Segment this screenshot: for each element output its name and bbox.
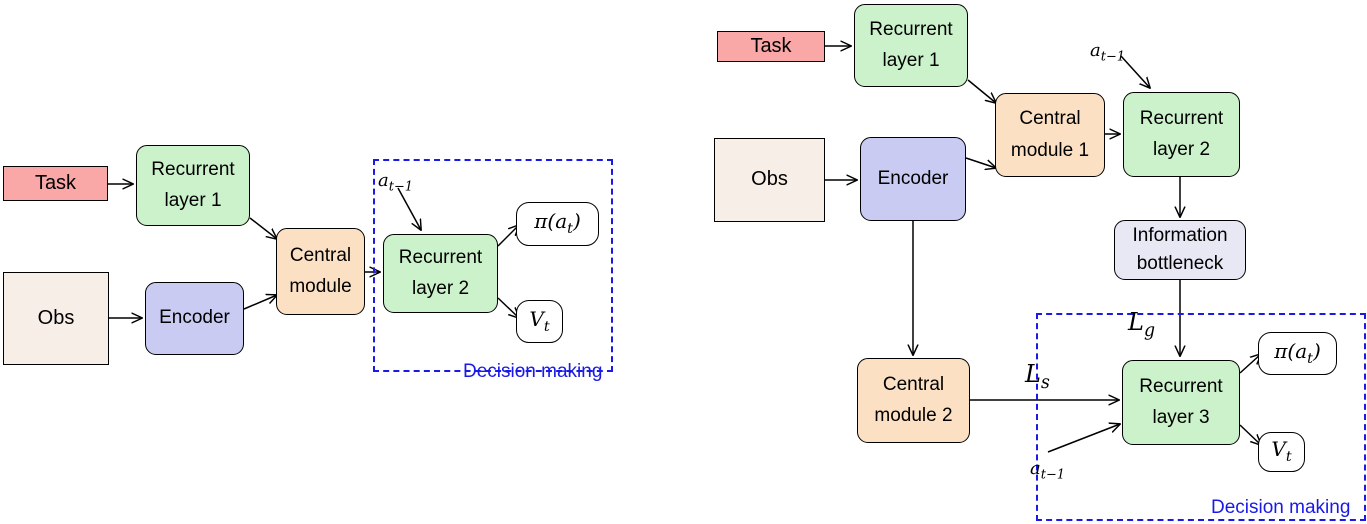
label-loss-lg: Lg	[1128, 308, 1155, 341]
node-obs-right: Obs	[714, 138, 825, 222]
node-label-line2: module 2	[874, 405, 953, 426]
node-encoder-left: Encoder	[145, 282, 244, 355]
node-label-line1: Recurrent	[869, 18, 953, 40]
node-label-line1: Recurrent	[151, 158, 235, 180]
node-label: Vt	[1271, 437, 1292, 465]
node-label: π(at)	[534, 209, 581, 237]
node-label: Obs	[751, 168, 788, 191]
node-label-line1: Recurrent	[1139, 107, 1224, 129]
node-recurrent-layer-3: Recurrent layer 3	[1122, 360, 1240, 445]
node-label: Task	[750, 34, 792, 57]
node-label-line2: module	[289, 276, 352, 297]
node-policy-output-right: π(at)	[1258, 332, 1337, 375]
group-decision-making-left	[373, 159, 613, 372]
node-recurrent-layer-1-right: Recurrent layer 1	[854, 4, 968, 87]
edge-aprevtop-to-recurrent2b	[1120, 55, 1150, 88]
node-label-line2: layer 2	[1152, 139, 1211, 160]
node-label-line2: module 1	[1010, 139, 1090, 161]
node-obs-left: Obs	[3, 272, 109, 365]
node-recurrent-layer-1-left: Recurrent layer 1	[136, 145, 250, 226]
label-previous-action-right-top: at−1	[1090, 40, 1126, 65]
node-label-line2: layer 3	[1152, 407, 1210, 428]
label-previous-action-left: at−1	[378, 170, 414, 195]
node-central-module-left: Central module	[276, 228, 365, 315]
node-task-left: Task	[3, 166, 108, 201]
node-label-line1: Central	[882, 373, 945, 395]
node-label-line2: layer 1	[164, 190, 222, 211]
node-information-bottleneck: Information bottleneck	[1114, 220, 1246, 280]
node-label: Encoder	[159, 307, 230, 329]
node-label-line2: bottleneck	[1136, 252, 1224, 274]
edge-encoder-to-central	[243, 295, 277, 310]
node-label-line1: Central	[1019, 108, 1081, 130]
node-recurrent-layer-2-right: Recurrent layer 2	[1123, 92, 1240, 177]
node-value-output-right: Vt	[1258, 432, 1305, 472]
node-task-right: Task	[717, 31, 825, 62]
node-label-line1: Information	[1132, 225, 1228, 247]
node-policy-output-left: π(at)	[516, 202, 599, 246]
node-label-line1: Recurrent	[398, 246, 483, 268]
node-label-line2: layer 1	[882, 50, 940, 71]
group-label-decision-making-left: Decision making	[463, 361, 603, 382]
label-loss-ls: Ls	[1025, 360, 1050, 393]
edge-recurrent1b-to-cm1	[967, 79, 996, 103]
edge-recurrent1-to-central	[249, 217, 277, 239]
group-label-decision-making-right: Decision making	[1211, 497, 1351, 518]
node-label: Vt	[529, 306, 550, 335]
node-label-line1: Central	[289, 244, 352, 266]
node-label: π(at)	[1274, 338, 1321, 367]
node-label: Encoder	[877, 167, 949, 189]
group-decision-making-right	[1036, 313, 1366, 521]
node-value-output-left: Vt	[516, 300, 563, 343]
node-label-line1: Recurrent	[1139, 375, 1223, 397]
node-label-line2: layer 2	[411, 278, 470, 299]
edge-encoder2-to-cm1	[965, 157, 996, 168]
node-label: Task	[34, 171, 77, 194]
node-label: Obs	[37, 306, 75, 329]
label-previous-action-right-bottom: at−1	[1030, 458, 1066, 483]
node-central-module-2: Central module 2	[857, 358, 970, 443]
node-central-module-1: Central module 1	[995, 93, 1105, 177]
node-encoder-right: Encoder	[860, 137, 966, 221]
node-recurrent-layer-2-left: Recurrent layer 2	[383, 234, 498, 313]
